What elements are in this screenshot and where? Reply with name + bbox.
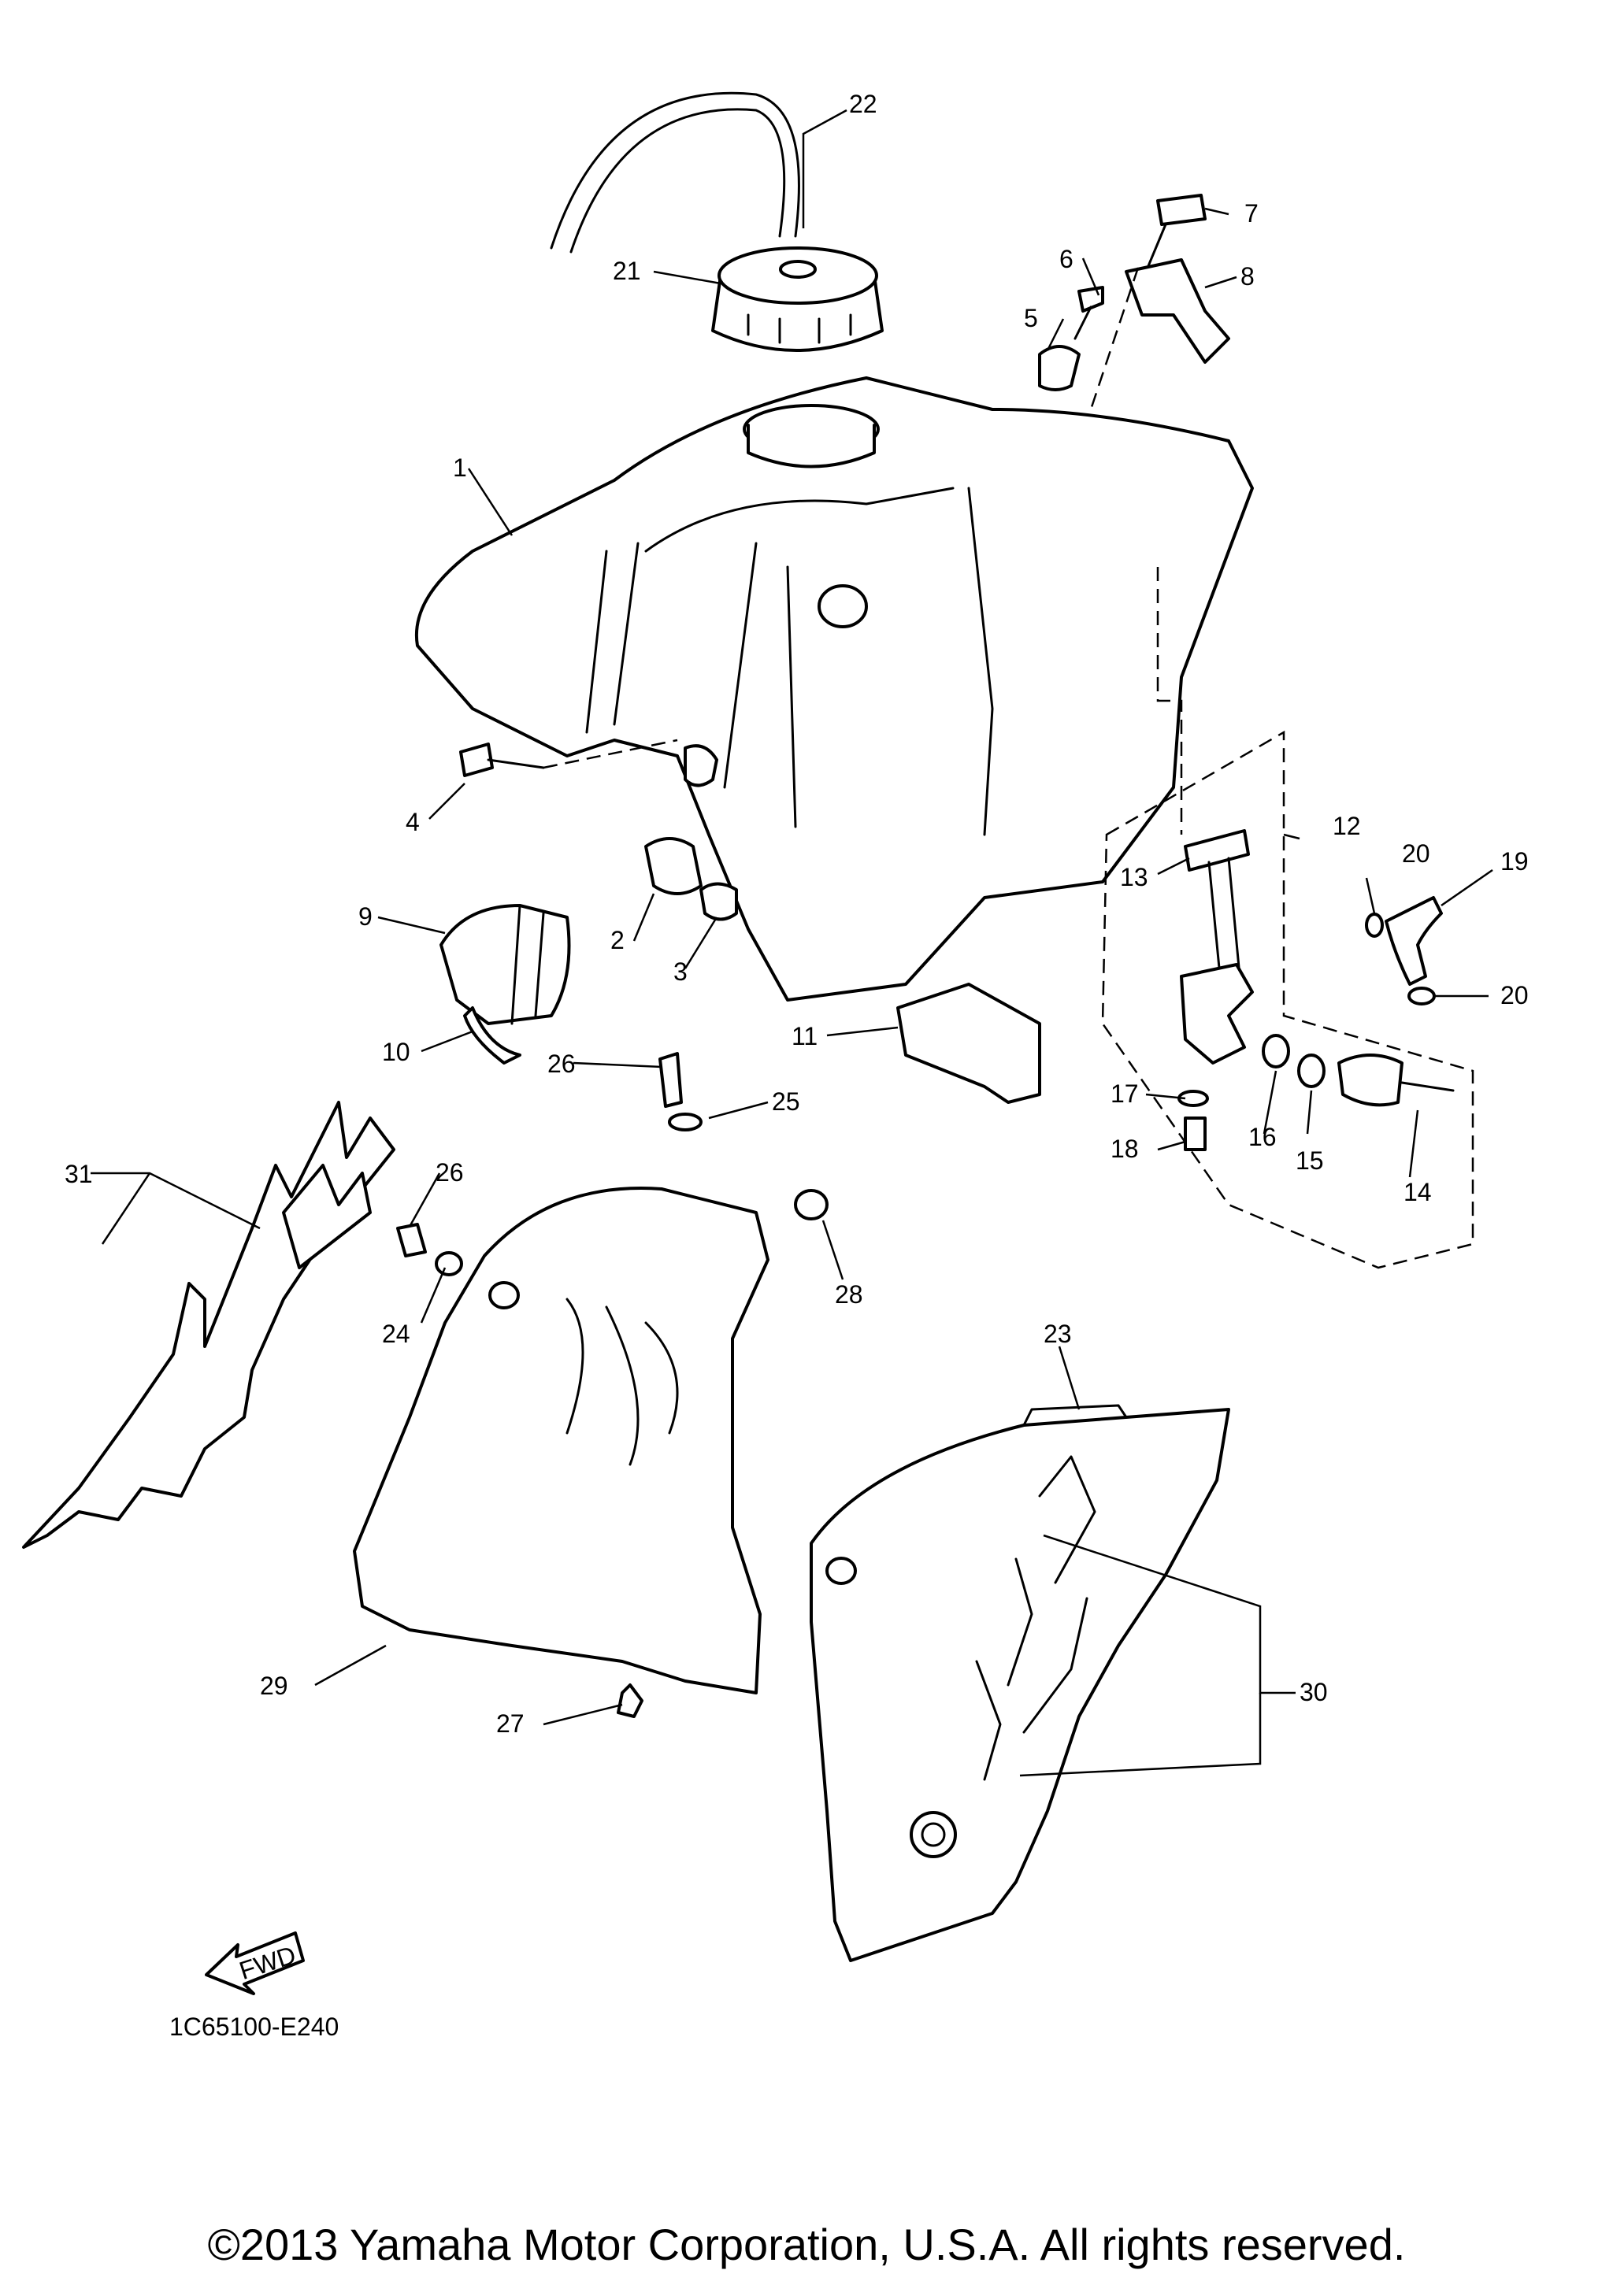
right-side-cover-part [810,1404,1230,1962]
callout-8: 8 [1240,262,1255,291]
callout-7: 7 [1244,199,1259,228]
callout-2: 2 [610,926,625,954]
callout-11: 11 [792,1022,818,1050]
callout-26-lower: 26 [436,1158,464,1187]
left-graphic-part [22,1101,395,1549]
callout-6: 6 [1059,245,1073,273]
damper-collar-part [644,837,738,921]
callout-16: 16 [1248,1123,1277,1151]
joint-clamp-part [439,904,571,1065]
fuel-cap-part [711,246,884,352]
callout-20-upper: 20 [1402,839,1430,868]
callout-21: 21 [613,257,641,285]
fwd-arrow: FWD [205,1931,305,1995]
callout-15: 15 [1296,1146,1324,1175]
callout-29: 29 [260,1672,288,1700]
tank-mount-hardware [1038,194,1230,434]
screw-grommet-part [396,1052,829,1276]
left-side-cover-part [353,1187,769,1718]
callout-20-lower: 20 [1500,981,1529,1009]
drawing-code: 1C65100-E240 [169,2013,339,2041]
callout-labels: 22 21 1 7 8 6 5 4 2 3 9 10 11 12 13 14 1… [65,90,1529,1738]
callout-13: 13 [1120,863,1148,891]
callout-27: 27 [496,1709,525,1738]
callout-24: 24 [382,1320,410,1348]
callout-9: 9 [358,902,373,931]
callout-19: 19 [1500,847,1529,876]
callout-4: 4 [406,808,420,836]
tank-bolt-part [459,739,678,777]
callout-1: 1 [453,454,467,482]
fuel-hose-part [1365,896,1443,1005]
callout-17: 17 [1111,1079,1139,1108]
fuel-tank-part [414,376,1254,1002]
callout-30: 30 [1300,1678,1328,1706]
callout-23: 23 [1044,1320,1072,1348]
callout-31: 31 [65,1160,93,1188]
callout-26-upper: 26 [547,1050,576,1078]
fuel-cock-group [1101,730,1474,1269]
callout-12: 12 [1333,812,1361,840]
callout-28: 28 [835,1280,863,1309]
callout-14: 14 [1403,1178,1432,1206]
callout-25: 25 [772,1087,800,1116]
fwd-label: FWD [235,1940,298,1985]
callout-18: 18 [1111,1135,1139,1163]
copyright-notice: ©2013 Yamaha Motor Corporation, U.S.A. A… [207,2220,1406,2269]
callout-22: 22 [849,90,877,118]
callout-5: 5 [1024,304,1038,332]
tank-cover-part [896,983,1041,1104]
vent-hose-part [550,91,800,254]
callout-10: 10 [382,1038,410,1066]
leader-lines [91,109,1493,1777]
callout-3: 3 [673,957,688,986]
